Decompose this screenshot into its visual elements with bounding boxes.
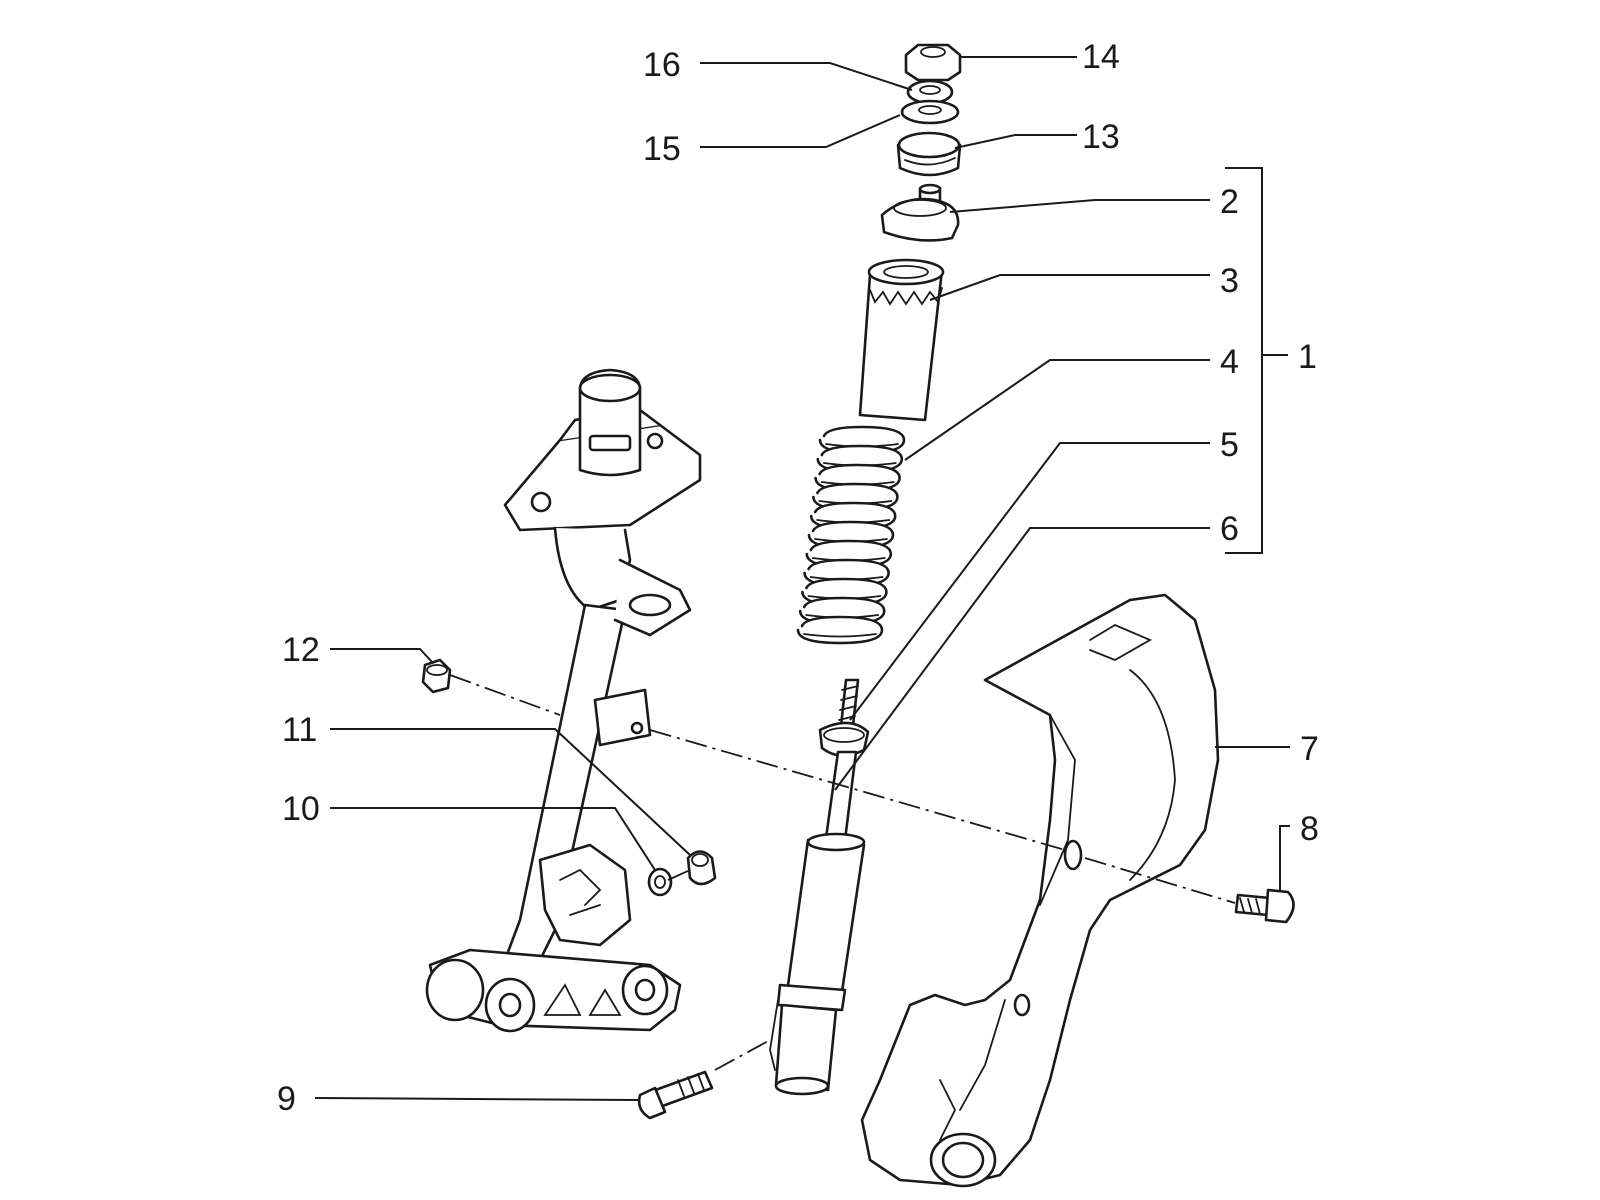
callout-12: 12 (282, 631, 320, 669)
callout-10: 10 (282, 790, 320, 828)
callout-14: 14 (1082, 38, 1120, 76)
callout-7: 7 (1300, 730, 1319, 768)
callout-2: 2 (1220, 183, 1239, 221)
callout-16: 16 (643, 46, 681, 84)
callout-5: 5 (1220, 426, 1239, 464)
spring-coil-inner (803, 633, 877, 638)
callout-4: 4 (1220, 343, 1239, 381)
upper-spring-seat-part (880, 183, 960, 242)
callout-15: 15 (643, 130, 681, 168)
spring-coil (796, 615, 884, 645)
dust-cover-sleeve-part (858, 258, 945, 422)
nut-part (421, 658, 452, 694)
frame-bracket (425, 368, 702, 1033)
callout-labels: 14 16 15 13 2 3 4 5 6 1 7 8 9 10 11 12 (277, 38, 1319, 1118)
callout-1: 1 (1298, 338, 1317, 376)
callout-13: 13 (1082, 118, 1120, 156)
damper-part (769, 678, 870, 1096)
upper-rubber-bushing-part (896, 131, 962, 177)
assembly-axis-lines (449, 674, 1236, 1071)
callout-3: 3 (1220, 262, 1239, 300)
leader-lines (314, 56, 1290, 1101)
washer-part (647, 867, 673, 897)
lower-mount-bolt-part (637, 1070, 714, 1120)
bushing-part (686, 850, 717, 886)
callout-6: 6 (1220, 510, 1239, 548)
swing-arm-housing-part (860, 593, 1220, 1188)
callout-9: 9 (277, 1080, 296, 1118)
coil-spring-part (796, 425, 906, 645)
callout-11: 11 (282, 711, 317, 749)
callout-8: 8 (1300, 810, 1319, 848)
lock-washer-part (900, 99, 960, 125)
top-nut-part (904, 43, 962, 82)
housing-bolt-part (1234, 888, 1295, 924)
